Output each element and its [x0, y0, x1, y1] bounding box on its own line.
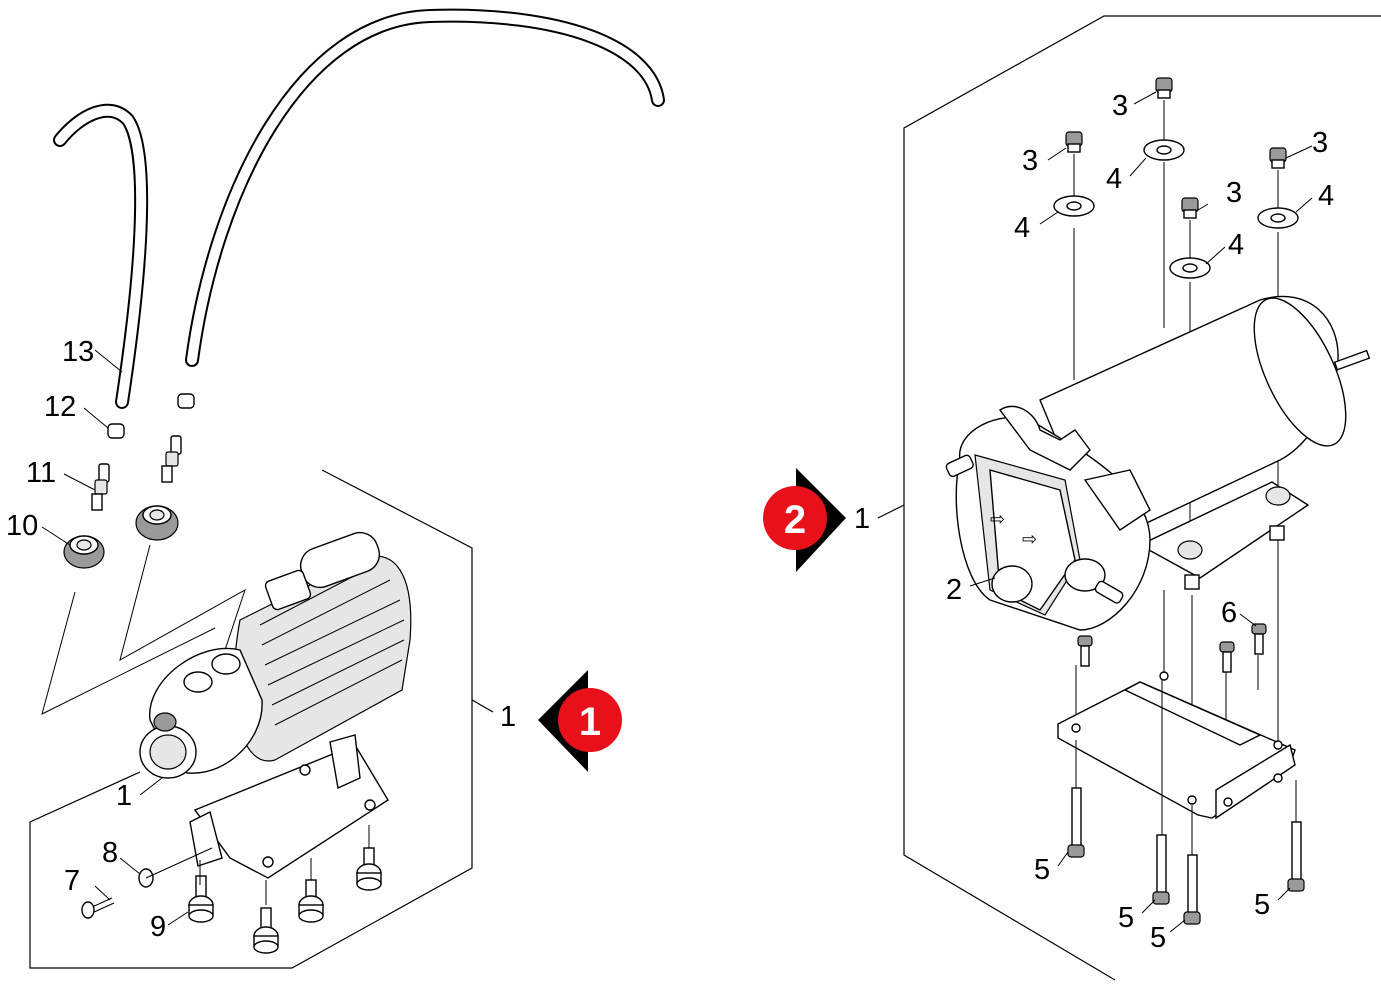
- svg-text:⇨: ⇨: [1022, 529, 1037, 549]
- washer-4-d: [1257, 207, 1299, 229]
- label-5-d: 5: [1254, 889, 1270, 921]
- screw-6-a: [1077, 635, 1093, 667]
- label-5-b: 5: [1118, 902, 1134, 934]
- washer-4-a: [1053, 195, 1095, 217]
- label-3-a: 3: [1022, 145, 1038, 177]
- label-9: 9: [150, 911, 166, 943]
- hose-main: [185, 8, 665, 367]
- label-3-c: 3: [1226, 177, 1242, 209]
- screw-6-c: [1251, 623, 1267, 655]
- rubber-foot-c: [356, 847, 382, 891]
- label-4-a: 4: [1014, 212, 1030, 244]
- hose-clamp-right: [177, 393, 195, 409]
- label-4-b: 4: [1106, 163, 1122, 195]
- label-7: 7: [64, 865, 80, 897]
- washer-4-c: [1169, 257, 1211, 279]
- label-10: 10: [6, 510, 38, 542]
- badge-1-number: 1: [579, 700, 601, 744]
- label-1-pump: 1: [116, 780, 132, 812]
- pump-assembly-2: ⇨ ⇨: [945, 295, 1371, 631]
- view-1-group: 13 12 11 10 8 7 9 1 1 1: [6, 8, 665, 969]
- nut-3-c: [1181, 197, 1199, 219]
- label-5-a: 5: [1034, 854, 1050, 886]
- hose-nipple-11: [91, 463, 110, 511]
- view-2-group: ⇨ ⇨: [763, 15, 1381, 981]
- screw-5-d: [1287, 821, 1305, 892]
- label-1-view2: 1: [854, 503, 870, 535]
- label-5-c: 5: [1150, 922, 1166, 954]
- label-8: 8: [102, 837, 118, 869]
- screw-5-c: [1183, 854, 1201, 925]
- view-1-frame: [29, 469, 473, 969]
- pump-assembly-1: [139, 531, 412, 879]
- screw-7: [81, 897, 115, 919]
- label-13: 13: [62, 336, 94, 368]
- view-badge-1[interactable]: 1: [538, 670, 622, 772]
- nut-3-b: [1155, 77, 1173, 99]
- label-1-frame: 1: [500, 701, 516, 733]
- rubber-foot-9: [188, 875, 214, 923]
- fitting-right: [135, 505, 179, 541]
- label-2: 2: [946, 574, 962, 606]
- badge-2-number: 2: [784, 498, 806, 542]
- label-12: 12: [44, 391, 76, 423]
- rubber-foot-a: [253, 907, 279, 954]
- hose-clamp-12: [107, 423, 125, 439]
- label-3-d: 3: [1312, 127, 1328, 159]
- label-3-b: 3: [1112, 90, 1128, 122]
- view-2-frame: [903, 15, 1381, 981]
- label-4-d: 4: [1318, 180, 1334, 212]
- screw-5-b: [1152, 834, 1170, 905]
- view-badge-2[interactable]: 2: [763, 468, 846, 572]
- screw-5-a: [1067, 787, 1085, 858]
- hose-nipple-right: [161, 435, 182, 483]
- nut-3-d: [1269, 147, 1287, 169]
- svg-text:⇨: ⇨: [990, 509, 1005, 529]
- nut-3-a: [1065, 131, 1083, 153]
- screw-6-b: [1219, 641, 1235, 673]
- rubber-foot-b: [298, 879, 324, 923]
- label-11: 11: [26, 457, 56, 489]
- label-6: 6: [1221, 597, 1237, 629]
- label-4-c: 4: [1228, 229, 1244, 261]
- mounting-bracket-2: [1057, 671, 1296, 820]
- washer-4-b: [1143, 139, 1185, 161]
- fitting-10: [63, 535, 105, 569]
